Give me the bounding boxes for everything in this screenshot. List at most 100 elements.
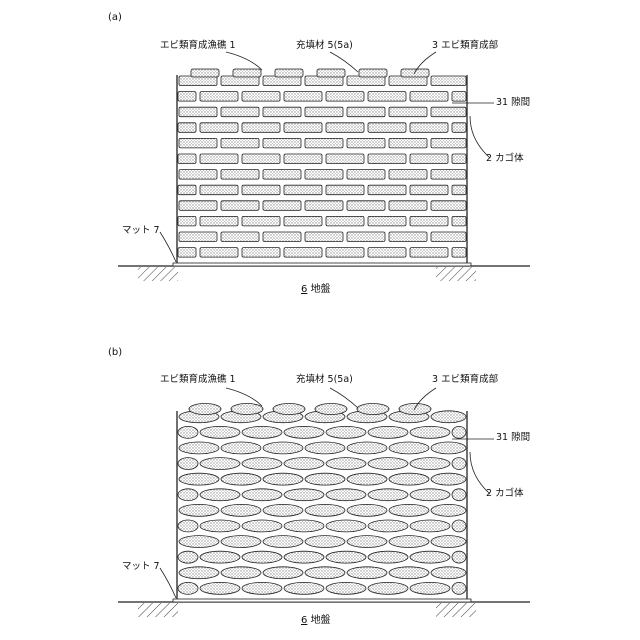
figure-b-filler-stone [178, 489, 198, 501]
figure-a-filler-block [368, 154, 406, 164]
figure-a-filler-block [263, 138, 301, 148]
figure-b-filler-stone [326, 582, 366, 594]
figure-b-filler-stone [221, 473, 261, 485]
figure-a-filler-block [410, 154, 448, 164]
figure-a-filler-block [368, 216, 406, 226]
figure-a-filler-block [305, 138, 343, 148]
figure-a-filler-block [368, 123, 406, 133]
figure-b-filler-stone [200, 489, 240, 501]
figure-b-crown-stone [357, 404, 389, 415]
figure-b-filler-stone [368, 489, 408, 501]
figure-b-filler-stone [263, 504, 303, 516]
figure-a-filler-block [178, 248, 196, 258]
figure-b-filler-stone [179, 567, 219, 579]
figure-a-filler-block [389, 201, 427, 211]
figure-a-filler-block [179, 138, 217, 148]
figure-a-filler-block [179, 107, 217, 117]
figure-a-filler-block [410, 185, 448, 195]
figure-a-ground-hatch-left [138, 267, 178, 281]
figure-a-filler-block [452, 123, 466, 133]
figure-b-filler-stone [284, 489, 324, 501]
figure-b-drawing [118, 388, 530, 617]
figure-b-filler-stone [452, 426, 466, 438]
figure-a-filler-block [410, 216, 448, 226]
figure-a-filler-block [389, 107, 427, 117]
figure-b-filler-stone [179, 504, 219, 516]
figure-a-filler-block [200, 92, 238, 102]
figure-b-filler-stone [200, 551, 240, 563]
figure-a-filler-block [263, 170, 301, 180]
figure-a-filler-block [263, 232, 301, 242]
figure-b-filler-stone [305, 567, 345, 579]
figure-a-filler-block [389, 170, 427, 180]
figure-a-mat-leader [160, 232, 176, 262]
figure-b-crown-stone [189, 404, 221, 415]
figure-a-filler-block [242, 123, 280, 133]
figure-a-filler-block [410, 248, 448, 258]
figure-b-filler-stone [284, 426, 324, 438]
figure-a-mat [173, 263, 471, 266]
figure-a-filler-block [326, 185, 364, 195]
figure-a-filler-block [200, 185, 238, 195]
figure-a-filler-block [242, 185, 280, 195]
figure-a-ground-hatch-right [436, 267, 476, 281]
figure-b-crown-stone [315, 404, 347, 415]
figure-b-filler-stone [452, 551, 466, 563]
figure-a-filler-block [326, 154, 364, 164]
figure-b-filler-stone [200, 582, 240, 594]
figure-a-filler-block [431, 138, 466, 148]
figure-b-filler-stone [431, 567, 466, 579]
figure-a-filler-block [200, 123, 238, 133]
figure-b-crown-stone [231, 404, 263, 415]
figure-b-filler-stone [284, 582, 324, 594]
figure-b-filler-stone [179, 473, 219, 485]
figure-b-filler-stone [221, 504, 261, 516]
figure-b-filler-stone [221, 567, 261, 579]
figure-a-filler-block [326, 248, 364, 258]
figure-a-filler-block [410, 92, 448, 102]
figure-a-filler-block [326, 216, 364, 226]
figure-b-filler-stone [242, 426, 282, 438]
figure-b-filler-stone [200, 520, 240, 532]
figure-b-filler-stone [431, 504, 466, 516]
figure-b-filler-stone [326, 458, 366, 470]
figure-a-filler-block [242, 216, 280, 226]
figure-a-filler-block [179, 232, 217, 242]
figure-a-cage-leader [470, 116, 490, 158]
figure-b-mat [173, 599, 471, 602]
figure-a-filler-block [284, 185, 322, 195]
figure-b-filler-stone [284, 551, 324, 563]
figure-a-filler-block [452, 185, 466, 195]
figure-b-filler-stone [452, 489, 466, 501]
figure-a-filler-block [326, 123, 364, 133]
figure-a-filler-block [200, 248, 238, 258]
figure-b-filler-stone [431, 536, 466, 548]
figure-b-ground-hatch-left [138, 603, 178, 617]
figure-a-filler-block [452, 216, 466, 226]
figure-b-filler-stone [452, 458, 466, 470]
figure-a-filler-block [263, 107, 301, 117]
figure-a-filler-block [452, 92, 466, 102]
figure-a-filler-block [452, 154, 466, 164]
figure-a-filler-block [410, 123, 448, 133]
figure-b-filler-stone [284, 458, 324, 470]
figure-b-filler-stone [200, 458, 240, 470]
figure-b-filler-stone [178, 582, 198, 594]
figure-a-filler-block [178, 154, 196, 164]
figure-b-filler-stone [368, 582, 408, 594]
figure-a-filler-block [242, 92, 280, 102]
figure-a-filler-block [179, 201, 217, 211]
figure-a-filler-block [305, 170, 343, 180]
figure-a-filler-block [368, 248, 406, 258]
figure-a-filler-block [347, 107, 385, 117]
figure-b-filler-stone [263, 442, 303, 454]
figure-b-filler-stone [368, 458, 408, 470]
figure-b-filler-stone [389, 536, 429, 548]
figure-a-filler-block [284, 123, 322, 133]
figure-a-filler-block [178, 92, 196, 102]
figure-a-crown-block [191, 69, 219, 77]
figure-b-filler-stone [284, 520, 324, 532]
figure-a-filler-block [284, 92, 322, 102]
figure-b-filler-stone [305, 473, 345, 485]
